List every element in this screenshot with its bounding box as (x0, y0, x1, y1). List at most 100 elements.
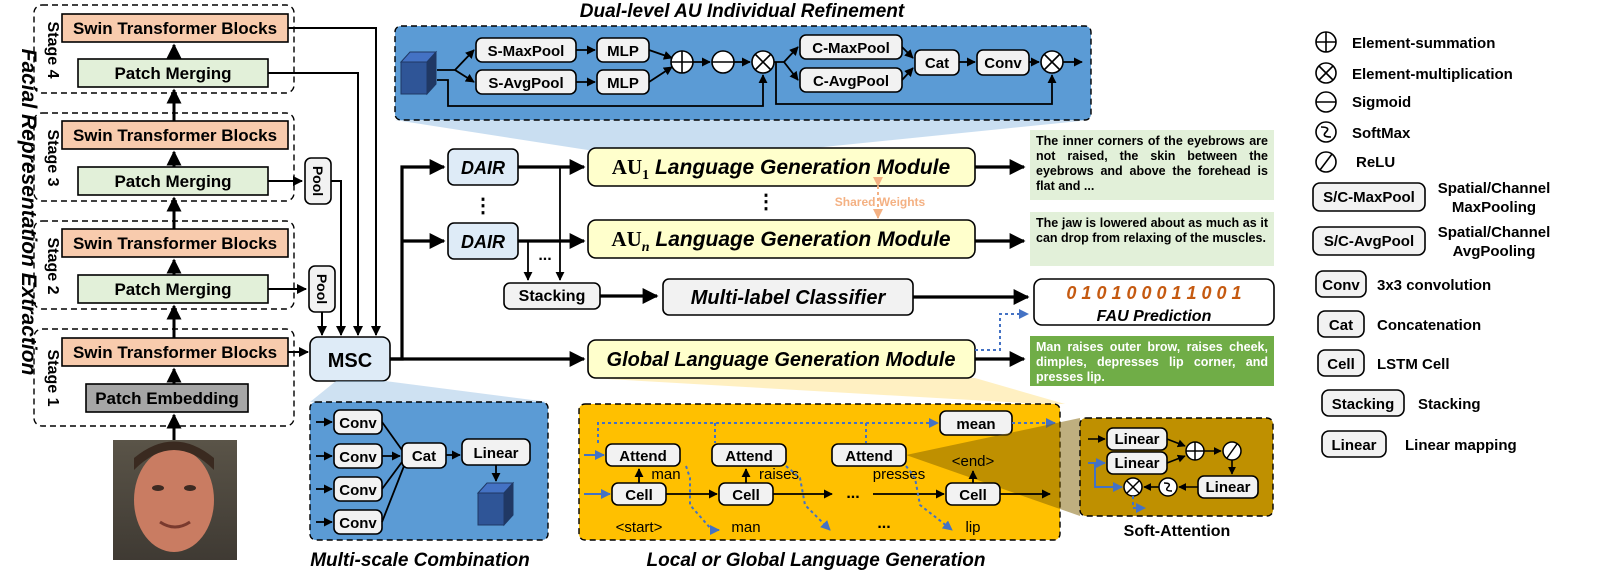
module-vertical-dots: ⋮ (756, 191, 776, 213)
legend-avgpool-line-2: AvgPooling (1453, 243, 1536, 260)
attention-flow-arrows (1088, 435, 1236, 491)
pool-stage-2-label: Pool (314, 274, 330, 304)
legend-box-conv (1315, 270, 1367, 298)
legend-box-cell (1317, 349, 1365, 377)
cell-box-3-label: Cell (959, 487, 987, 504)
legend-stacking-label: Stacking (1418, 396, 1481, 413)
fau-prediction-digits: 0 1 0 1 0 0 0 1 1 0 0 1 (1066, 283, 1241, 303)
cell-chain-arrows (634, 468, 1051, 499)
dair-block-bottom-label: DAIR (461, 232, 505, 252)
soft-attention-title: Soft-Attention (1124, 523, 1231, 540)
patch-merging-stage-2-label: Patch Merging (114, 280, 231, 299)
s-maxpool-label: S-MaxPool (488, 43, 565, 60)
legend-cat-label: Concatenation (1377, 317, 1481, 334)
legend-conv-label: 3x3 convolution (1377, 277, 1491, 294)
legend-multiply-label: Element-multiplication (1352, 66, 1513, 83)
c-avgpool-label: C-AvgPool (813, 73, 889, 90)
word-top-1: man (651, 466, 680, 483)
legend-box-linear (1321, 430, 1387, 458)
note-au1: The inner corners of the eyebrows are no… (1030, 130, 1274, 200)
global-to-prediction-arrow (975, 309, 1029, 351)
cell-box-2-label: Cell (732, 487, 760, 504)
msc-panel-title: Multi-scale Combination (310, 550, 530, 571)
legend-sum-label: Element-summation (1352, 35, 1495, 52)
msc-output-cube-icon (476, 481, 515, 527)
stage-4-frame (33, 4, 295, 94)
attend-dotted-arrows (685, 465, 953, 535)
legend-box-maxpool (1312, 182, 1426, 212)
cell-box-1-label: Cell (625, 487, 653, 504)
attend-box-2 (711, 443, 787, 467)
aun-language-module-label: AUn Language Generation Module (611, 227, 950, 255)
stage-2-label: Stage 2 (44, 238, 61, 295)
word-top-2: raises (759, 466, 799, 483)
language-panel-title: Local or Global Language Generation (647, 550, 986, 571)
stacking-label: Stacking (519, 288, 586, 305)
legend-sigmoid-icon (1315, 91, 1337, 113)
cell-input-arrows (584, 450, 611, 499)
dair-vertical-dots: ⋮ (473, 195, 493, 217)
dair-multiply-icon-1 (751, 50, 775, 74)
legend-softmax-icon (1315, 121, 1337, 143)
attend-box-1-label: Attend (619, 448, 667, 465)
swin-blocks-stage-2-label: Swin Transformer Blocks (73, 234, 277, 253)
mean-dotted-arrows (597, 418, 1056, 443)
backbone-to-msc-arrows (268, 27, 381, 357)
attention-linear-3-label: Linear (1205, 479, 1250, 496)
word-top-3: presses (873, 466, 926, 483)
pool-stage-3-label: Pool (310, 166, 326, 196)
legend-avgpool-line-1: Spatial/Channel (1438, 224, 1551, 241)
dair-to-stacking-arrows (523, 166, 565, 281)
legend-cell-label: LSTM Cell (1377, 356, 1450, 373)
attention-output-arrow (1132, 496, 1146, 513)
stage-1-label: Stage 1 (44, 350, 61, 407)
mlp-label-top: MLP (607, 43, 639, 60)
legend-maxpool-line-1: Spatial/Channel (1438, 180, 1551, 197)
legend-box-stacking-text: Stacking (1332, 396, 1395, 413)
word-bottom-3: ... (877, 515, 890, 532)
multi-label-classifier-label: Multi-label Classifier (691, 287, 887, 309)
patch-embedding (85, 383, 249, 413)
input-face-image (113, 440, 237, 560)
attention-blue-arrows (1088, 458, 1123, 492)
dair-sigmoid-icon (711, 50, 735, 74)
attend-box-2-label: Attend (725, 448, 773, 465)
legend-box-cat-text: Cat (1329, 317, 1353, 334)
msc-conv-4-label: Conv (339, 515, 377, 532)
stage-4-label: Stage 4 (44, 22, 61, 79)
swin-blocks-stage-1-label: Swin Transformer Blocks (73, 343, 277, 362)
dair-input-cube-icon (399, 50, 438, 96)
legend-box-cat (1317, 310, 1365, 338)
word-bottom-2: man (731, 519, 760, 536)
dair-cat-label: Cat (925, 55, 949, 72)
stacking-dots: ... (538, 247, 551, 264)
global-language-module-label: Global Language Generation Module (607, 349, 956, 371)
msc-conv-3-label: Conv (339, 482, 377, 499)
dair-sum-icon (670, 50, 694, 74)
attention-sum-icon (1185, 441, 1205, 461)
patch-embedding-label: Patch Embedding (95, 389, 239, 408)
s-avgpool-label: S-AvgPool (488, 75, 563, 92)
mlp-label-bottom: MLP (607, 75, 639, 92)
msc-cat-label: Cat (412, 448, 436, 465)
msc-conv-2-label: Conv (339, 449, 377, 466)
swin-blocks-stage-3-label: Swin Transformer Blocks (73, 126, 277, 145)
fau-prediction-box (1033, 278, 1275, 326)
attend-box-3-label: Attend (845, 448, 893, 465)
swin-blocks-stage-1 (61, 337, 289, 367)
dair-flow-arrows (437, 45, 1083, 107)
msc-conv-1-label: Conv (339, 415, 377, 432)
patch-merging-stage-4-label: Patch Merging (114, 64, 231, 83)
attention-linear-2-label: Linear (1114, 455, 1159, 472)
dair-multiply-icon-2 (1040, 50, 1064, 74)
mean-label: mean (956, 416, 995, 433)
word-bottom-1: <start> (616, 519, 663, 536)
legend-box-cell-text: Cell (1327, 356, 1355, 373)
legend-sum-icon (1315, 31, 1337, 53)
legend-sigmoid-label: Sigmoid (1352, 94, 1411, 111)
legend-box-conv-text: Conv (1322, 277, 1360, 294)
aun-language-module (587, 219, 976, 259)
fau-prediction-label: FAU Prediction (1097, 308, 1212, 325)
legend-multiply-icon (1315, 62, 1337, 84)
legend-relu-label: ReLU (1356, 154, 1395, 171)
